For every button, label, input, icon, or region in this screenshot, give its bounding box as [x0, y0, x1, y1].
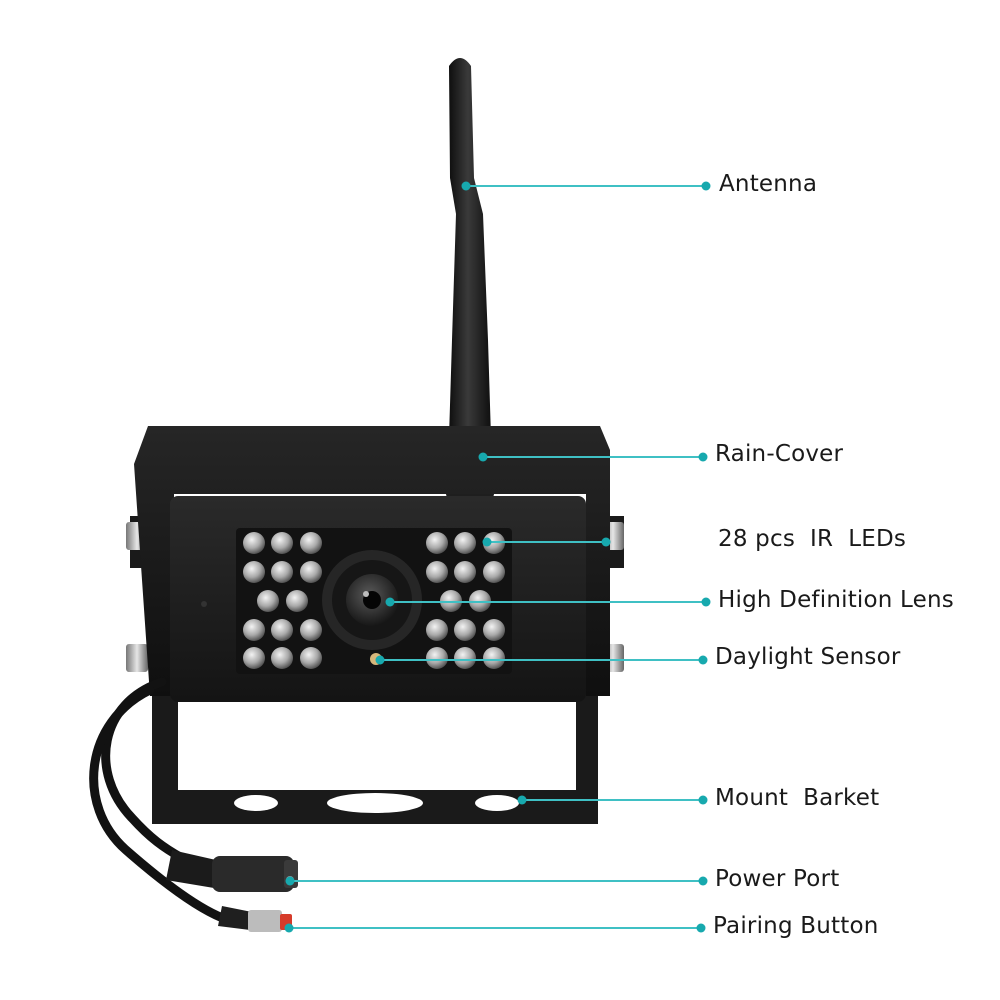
leader-dot-lens-end — [701, 597, 711, 607]
ir-led — [300, 532, 322, 554]
label-antenna: Antenna — [719, 171, 818, 197]
ir-led — [271, 619, 293, 641]
ir-led — [300, 647, 322, 669]
ir-led — [300, 619, 322, 641]
ir-led — [426, 647, 448, 669]
ir-led — [426, 561, 448, 583]
ir-led — [257, 590, 279, 612]
ir-led — [454, 647, 476, 669]
ir-led — [454, 561, 476, 583]
leader-dot-antenna-end — [701, 181, 711, 191]
ir-led — [286, 590, 308, 612]
label-pairing-button: Pairing Button — [713, 913, 879, 939]
ir-led-array — [243, 532, 505, 669]
leader-dot-ir-leds-end — [601, 537, 611, 547]
ir-led — [243, 561, 265, 583]
ir-led — [271, 561, 293, 583]
ir-led — [454, 532, 476, 554]
leader-dot-rain-cover-end — [698, 452, 708, 462]
ir-led — [243, 647, 265, 669]
ir-led — [483, 561, 505, 583]
ir-led — [271, 532, 293, 554]
ir-led — [454, 619, 476, 641]
ir-led — [483, 619, 505, 641]
leader-dot-daylight-sensor-end — [698, 655, 708, 665]
pairing-button — [218, 906, 292, 932]
ir-led — [243, 619, 265, 641]
leader-dot-ir-leds-start — [482, 537, 492, 547]
lens — [322, 550, 422, 650]
ir-led — [426, 619, 448, 641]
ir-led — [271, 647, 293, 669]
label-ir-leds: 28 pcs IR LEDs — [718, 526, 907, 552]
leader-dot-mount-bracket-end — [698, 795, 708, 805]
label-lens: High Definition Lens — [718, 587, 954, 613]
label-mount-bracket: Mount Barket — [715, 785, 880, 811]
rain-cover — [134, 426, 610, 696]
leader-dot-antenna-start — [461, 181, 471, 191]
leader-dot-pairing-button-start — [284, 923, 294, 933]
power-port — [166, 850, 298, 892]
leader-dot-daylight-sensor-start — [375, 655, 385, 665]
label-rain-cover: Rain-Cover — [715, 441, 844, 467]
label-daylight-sensor: Daylight Sensor — [715, 644, 901, 670]
leader-dot-mount-bracket-start — [517, 795, 527, 805]
leader-dot-power-port-start — [285, 876, 295, 886]
cable-icon — [89, 677, 233, 925]
ir-led — [243, 532, 265, 554]
leader-dot-lens-start — [385, 597, 395, 607]
leader-dot-pairing-button-end — [696, 923, 706, 933]
ir-led — [300, 561, 322, 583]
ir-led — [483, 647, 505, 669]
leader-dot-rain-cover-start — [478, 452, 488, 462]
callout-leaders — [284, 181, 711, 933]
ir-led — [426, 532, 448, 554]
leader-dot-power-port-end — [698, 876, 708, 886]
label-power-port: Power Port — [715, 866, 840, 892]
